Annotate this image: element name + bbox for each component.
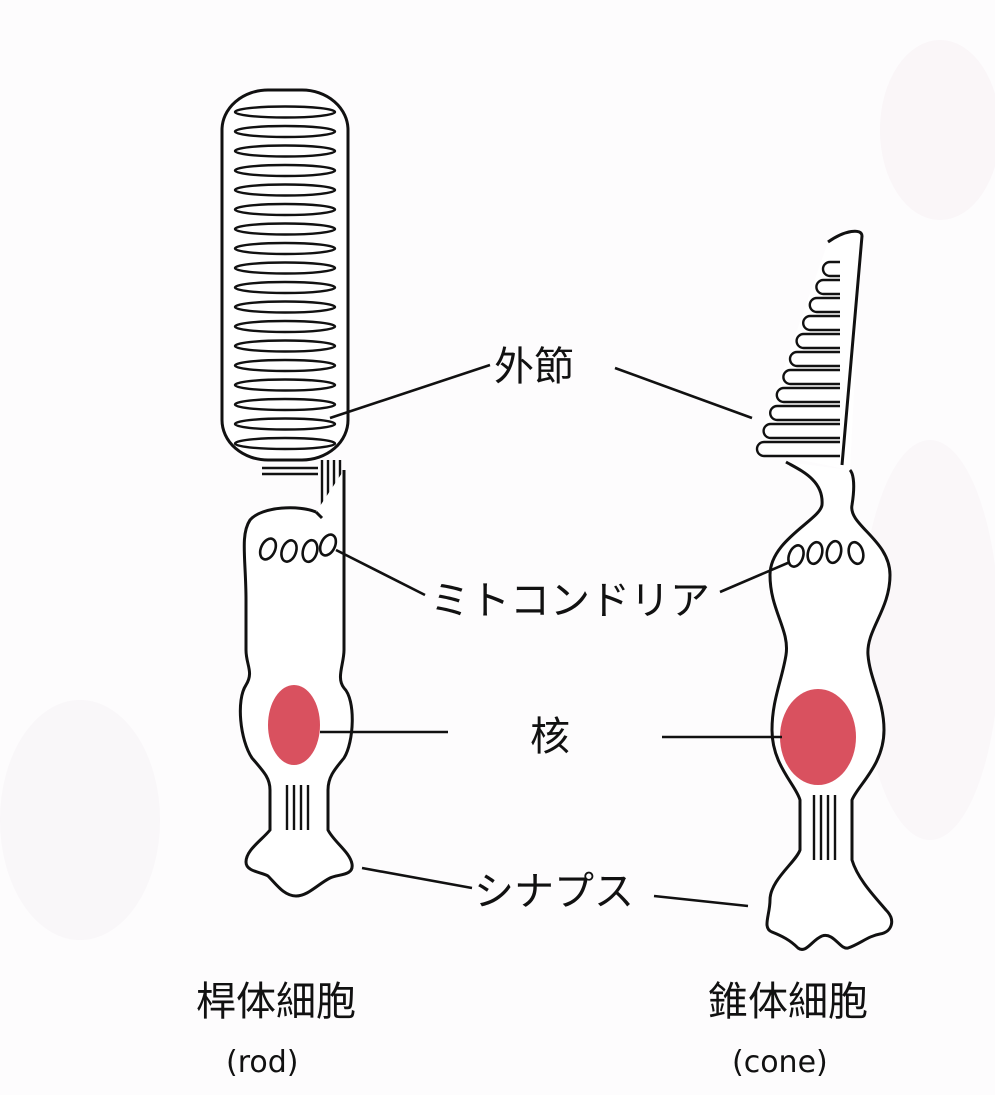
mitochondria-leader-rod	[336, 550, 425, 595]
nucleus-label: 核	[530, 714, 570, 760]
outer-segment-leader-cone	[615, 368, 752, 418]
cone-cell	[757, 231, 892, 949]
outer-segment-label: 外節	[494, 344, 574, 390]
rod-cell-english: (rod)	[226, 1045, 298, 1080]
leader-lines	[320, 365, 790, 906]
synapse-leader-rod	[362, 868, 472, 888]
rod-nucleus	[268, 685, 320, 765]
outer-segment-leader-rod	[330, 365, 490, 418]
cone-cell-english: (cone)	[732, 1045, 828, 1080]
cone-cell-name: 錐体細胞	[708, 979, 868, 1025]
synapse-label: シナプス	[474, 869, 634, 915]
mitochondria-label: ミトコンドリア	[430, 578, 710, 624]
rod-body-outline	[240, 470, 352, 896]
cone-nucleus	[780, 689, 856, 785]
rod-cell-name: 桿体細胞	[196, 979, 356, 1025]
rod-cell	[222, 90, 352, 896]
synapse-leader-cone	[654, 896, 748, 906]
cone-outer-segment	[762, 231, 862, 470]
